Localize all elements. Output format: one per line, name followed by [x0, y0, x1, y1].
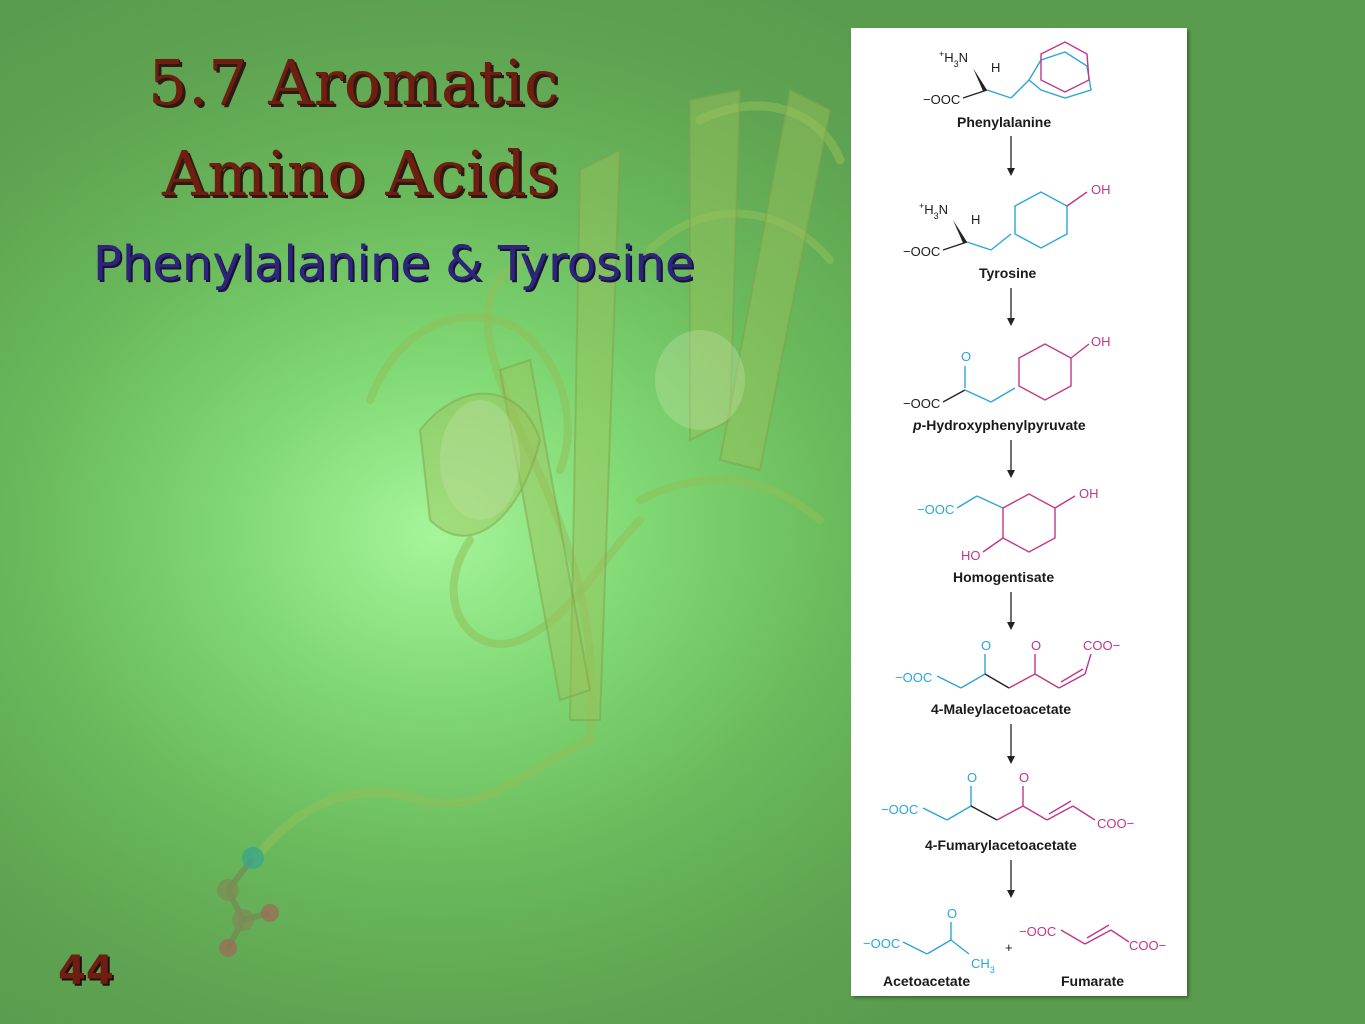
pathway-diagram-panel: +H3N H −OOC Phenylalanine +H3N H −OOC [851, 28, 1187, 996]
slide-number: 44 [58, 948, 114, 994]
compound-4-fumarylacetoacetate: O O −OOC COO− 4-Fumarylacetoacetate [881, 770, 1134, 853]
svg-text:COO−: COO− [1097, 816, 1134, 831]
compound-name-phenylalanine: Phenylalanine [957, 114, 1051, 130]
compound-name-homogentisate: Homogentisate [953, 569, 1054, 585]
svg-text:−OOC: −OOC [917, 502, 954, 517]
compound-name-4-maleylacetoacetate: 4-Maleylacetoacetate [931, 701, 1071, 717]
slide-subtitle: Phenylalanine & Tyrosine [93, 236, 695, 292]
reaction-arrow [1007, 136, 1015, 176]
slide-title-line-1: 5.7 Aromatic [148, 46, 560, 119]
compound-tyrosine: +H3N H −OOC OH Tyrosine [903, 182, 1111, 281]
tyrosine-degradation-pathway: +H3N H −OOC Phenylalanine +H3N H −OOC [863, 41, 1166, 989]
svg-text:−OOC: −OOC [1019, 924, 1056, 939]
svg-text:−OOC: −OOC [881, 802, 918, 817]
compound-4-maleylacetoacetate: O O COO− −OOC 4-Maleylacetoacetate [895, 638, 1120, 717]
svg-text:CH3: CH3 [971, 956, 995, 975]
carbonyl-oxygen-label: O [961, 349, 971, 364]
svg-text:−OOC: −OOC [895, 670, 932, 685]
svg-text:OH: OH [1091, 334, 1111, 349]
plus-sign: + [1005, 940, 1013, 955]
compound-name-4-fumarylacetoacetate: 4-Fumarylacetoacetate [925, 837, 1077, 853]
compound-homogentisate: −OOC OH HO Homogentisate [917, 486, 1099, 585]
svg-text:O: O [981, 638, 991, 653]
svg-text:+H3N: +H3N [939, 49, 968, 69]
reaction-arrow [1007, 288, 1015, 326]
svg-text:HO: HO [961, 548, 981, 563]
compound-phenylalanine: +H3N H −OOC Phenylalanine [923, 41, 1092, 130]
product-name-acetoacetate: Acetoacetate [883, 973, 970, 989]
svg-text:−OOC: −OOC [903, 396, 940, 411]
reaction-arrow [1007, 724, 1015, 764]
slide-title-line-2: Amino Acids [162, 137, 559, 210]
h3n-label: + [939, 49, 944, 59]
svg-text:−OOC: −OOC [863, 936, 900, 951]
svg-text:H: H [971, 212, 980, 227]
svg-text:COO−: COO− [1129, 938, 1166, 953]
hydrogen-label: H [991, 60, 1000, 75]
compound-name-p-hydroxyphenylpyruvate: p-Hydroxyphenylpyruvate [912, 417, 1086, 433]
carboxylate-label: −OOC [923, 92, 960, 107]
svg-text:COO−: COO− [1083, 638, 1120, 653]
svg-text:OH: OH [1079, 486, 1099, 501]
svg-text:−OOC: −OOC [903, 244, 940, 259]
svg-text:+H3N: +H3N [919, 201, 948, 221]
reaction-arrow [1007, 440, 1015, 478]
svg-text:O: O [1031, 638, 1041, 653]
svg-text:O: O [1019, 770, 1029, 785]
reaction-arrow [1007, 860, 1015, 898]
compound-p-hydroxyphenylpyruvate: O −OOC OH p-Hydroxyphenylpyruvate [903, 334, 1111, 433]
reaction-arrow [1007, 592, 1015, 630]
svg-text:O: O [967, 770, 977, 785]
hydroxyl-label: OH [1091, 182, 1111, 197]
compound-name-tyrosine: Tyrosine [979, 265, 1037, 281]
product-name-fumarate: Fumarate [1061, 973, 1124, 989]
compound-fumarate: −OOC COO− Fumarate [1019, 924, 1166, 989]
compound-acetoacetate: O −OOC CH3 Acetoacetate [863, 906, 995, 989]
svg-text:O: O [947, 906, 957, 921]
